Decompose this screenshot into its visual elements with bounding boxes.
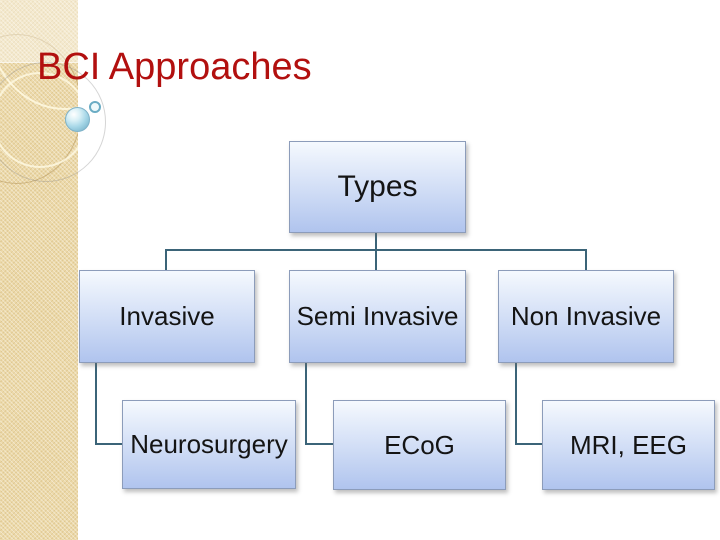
connector-non-mri-v bbox=[515, 361, 517, 445]
node-types: Types bbox=[289, 141, 466, 233]
connector-non-mri-h bbox=[517, 443, 542, 445]
slide-title: BCI Approaches bbox=[37, 46, 312, 88]
connector-root-stub bbox=[375, 231, 377, 251]
node-neurosurgery: Neurosurgery bbox=[122, 400, 296, 489]
bubble-small-icon bbox=[89, 101, 101, 113]
node-invasive: Invasive bbox=[79, 270, 255, 363]
node-ecog: ECoG bbox=[333, 400, 506, 490]
connector-invasive-neurosurgery-h bbox=[97, 443, 122, 445]
connector-semi-ecog-h bbox=[307, 443, 333, 445]
node-non-invasive: Non Invasive bbox=[498, 270, 674, 363]
connector-semi-ecog-v bbox=[305, 361, 307, 445]
node-mri-eeg: MRI, EEG bbox=[542, 400, 715, 490]
node-semi-invasive: Semi Invasive bbox=[289, 270, 466, 363]
bubble-icon bbox=[65, 107, 90, 132]
decor-circle bbox=[0, 62, 106, 182]
connector-drop-semi bbox=[375, 251, 377, 272]
connector-invasive-neurosurgery-v bbox=[95, 361, 97, 445]
connector-drop-invasive bbox=[165, 251, 167, 270]
connector-drop-non bbox=[585, 251, 587, 270]
decor-corner-square bbox=[0, 0, 78, 63]
connector-horizontal-main bbox=[165, 249, 587, 251]
